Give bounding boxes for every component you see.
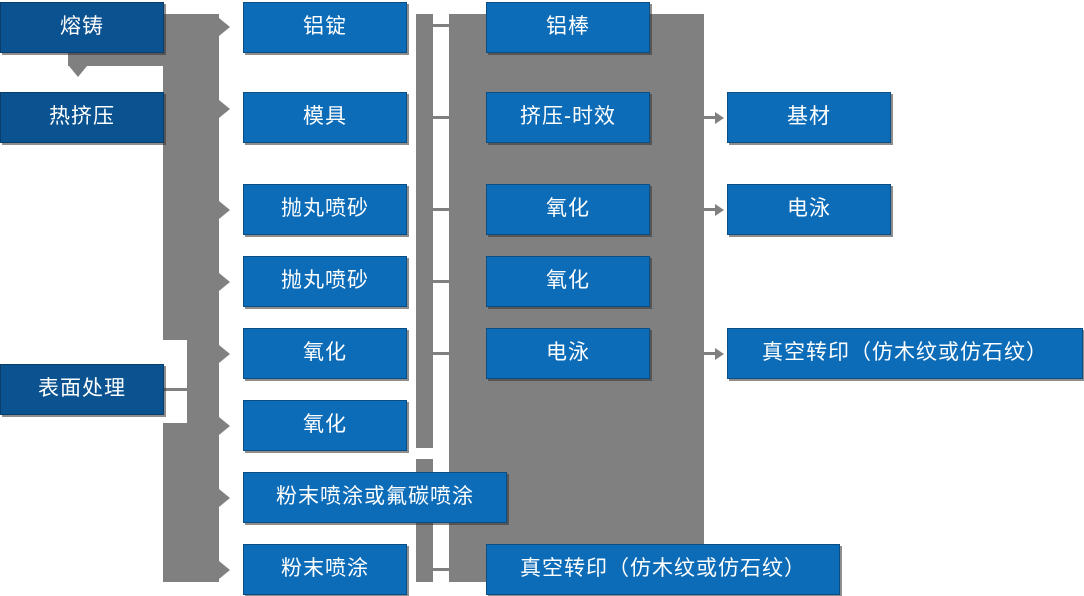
step1-label-powder-or-fluorocarbon-coating: 粉末喷涂或氟碳喷涂: [276, 485, 474, 508]
step1-box-mold[interactable]: 模具: [243, 92, 407, 143]
bridge-line-3: [433, 208, 450, 211]
step1-label-shot-blasting-1: 抛丸喷砂: [281, 197, 369, 220]
arrow-trunk-to-shot2: [219, 273, 230, 291]
connector-stub-surface: [163, 388, 187, 391]
step1-label-aluminum-ingot: 铝锭: [303, 15, 347, 38]
arrow-trunk-to-powder1: [219, 489, 230, 507]
connector-notch-white-3: [163, 391, 187, 423]
step3-label-electrophoresis: 电泳: [787, 197, 831, 220]
bridge-line-2: [433, 116, 450, 119]
step2-box-oxidation-2[interactable]: 氧化: [486, 256, 650, 307]
stage-box-melting[interactable]: 熔铸: [0, 2, 164, 53]
stage-box-surface-treatment[interactable]: 表面处理: [0, 364, 164, 415]
step2-label-oxidation-1: 氧化: [546, 197, 590, 220]
arrow-head-to-substrate: [715, 112, 724, 124]
step2-box-electrophoresis[interactable]: 电泳: [486, 328, 650, 379]
connector-bar-narrow-upper: [416, 14, 433, 448]
step2-box-vacuum-transfer[interactable]: 真空转印（仿木纹或仿石纹）: [486, 544, 840, 595]
stage-label-surface-treatment: 表面处理: [38, 377, 126, 400]
arrow-trunk-to-shot1: [219, 201, 230, 219]
step1-box-powder-or-fluorocarbon-coating[interactable]: 粉末喷涂或氟碳喷涂: [243, 472, 507, 523]
arrow-line-to-ed: [704, 208, 718, 211]
stage-label-hot-extrusion: 热挤压: [49, 105, 115, 128]
step2-box-oxidation-1[interactable]: 氧化: [486, 184, 650, 235]
step1-box-aluminum-ingot[interactable]: 铝锭: [243, 2, 407, 53]
step2-label-extrusion-aging: 挤压-时效: [520, 105, 616, 128]
step3-box-substrate[interactable]: 基材: [727, 92, 891, 143]
connector-notch-white: [163, 340, 187, 365]
step1-box-oxidation-2[interactable]: 氧化: [243, 400, 407, 451]
bridge-line-4: [433, 280, 450, 283]
step2-label-vacuum-transfer: 真空转印（仿木纹或仿石纹）: [520, 557, 806, 580]
arrow-trunk-to-ingot: [219, 18, 230, 36]
step2-box-extrusion-aging[interactable]: 挤压-时效: [486, 92, 650, 143]
stage-label-melting: 熔铸: [60, 15, 104, 38]
bridge-line-6: [433, 568, 450, 571]
step1-box-shot-blasting-1[interactable]: 抛丸喷砂: [243, 184, 407, 235]
stage-box-hot-extrusion[interactable]: 热挤压: [0, 92, 164, 143]
step3-box-electrophoresis[interactable]: 电泳: [727, 184, 891, 235]
step1-label-oxidation-1: 氧化: [303, 341, 347, 364]
arrow-trunk-to-oxid1: [219, 345, 230, 363]
step2-label-aluminum-bar: 铝棒: [546, 15, 590, 38]
step1-box-oxidation-1[interactable]: 氧化: [243, 328, 407, 379]
step2-box-aluminum-bar[interactable]: 铝棒: [486, 2, 650, 53]
arrow-trunk-to-mold: [219, 100, 230, 118]
connector-notch-white-2: [163, 365, 187, 388]
step1-label-oxidation-2: 氧化: [303, 413, 347, 436]
arrow-trunk-to-oxid2: [219, 417, 230, 435]
step1-box-powder-coating[interactable]: 粉末喷涂: [243, 544, 407, 595]
arrow-line-to-substrate: [704, 116, 718, 119]
step3-box-vacuum-transfer[interactable]: 真空转印（仿木纹或仿石纹）: [727, 328, 1083, 379]
bridge-line-5: [433, 352, 450, 355]
arrow-trunk-to-powder2: [219, 561, 230, 579]
arrow-head-to-transfer: [715, 348, 724, 360]
connector-trunk-main: [163, 14, 219, 582]
step2-label-electrophoresis: 电泳: [546, 341, 590, 364]
step3-label-substrate: 基材: [787, 105, 831, 128]
step1-label-shot-blasting-2: 抛丸喷砂: [281, 269, 369, 292]
step1-label-mold: 模具: [303, 105, 347, 128]
connector-arrow-to-extrusion: [69, 66, 87, 77]
step1-label-powder-coating: 粉末喷涂: [281, 557, 369, 580]
arrow-line-to-transfer: [704, 352, 718, 355]
step3-label-vacuum-transfer: 真空转印（仿木纹或仿石纹）: [762, 341, 1048, 364]
bridge-line-1: [433, 24, 450, 27]
arrow-head-to-ed: [715, 204, 724, 216]
step2-label-oxidation-2: 氧化: [546, 269, 590, 292]
step1-box-shot-blasting-2[interactable]: 抛丸喷砂: [243, 256, 407, 307]
